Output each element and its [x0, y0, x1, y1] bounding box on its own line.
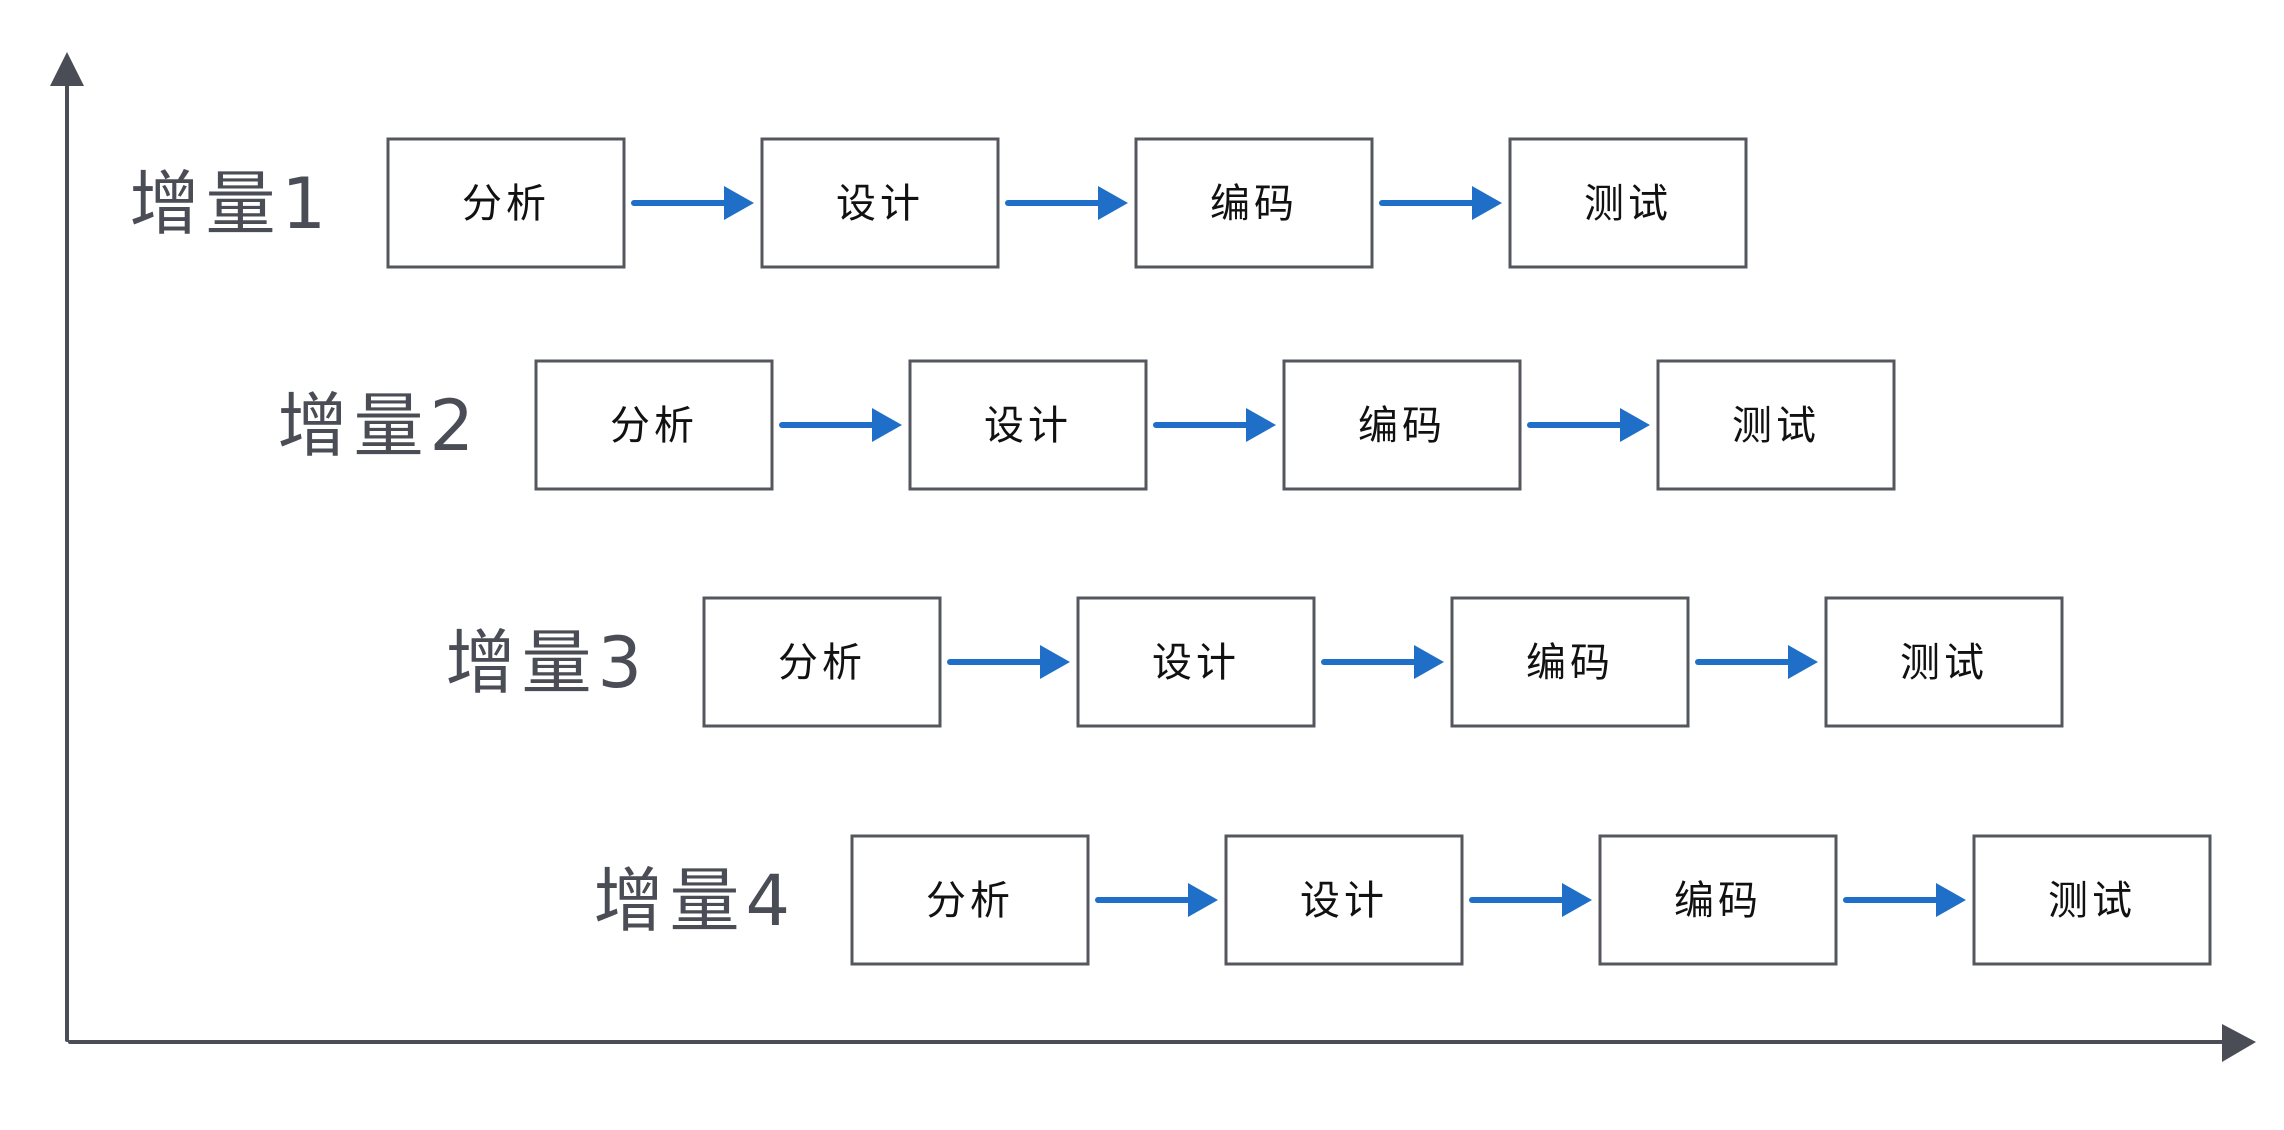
- stage-box-frame: [1282, 359, 1522, 491]
- stage-box: 测试: [1972, 834, 2212, 966]
- arrow-head-icon: [1246, 408, 1276, 442]
- horizontal-axis-arrow-icon: [2222, 1024, 2256, 1062]
- stage-box-frame: [1824, 596, 2064, 728]
- stage-box-frame: [908, 359, 1148, 491]
- flow-arrow: [1695, 645, 1818, 679]
- stage-box: 设计: [908, 359, 1148, 491]
- flow-arrow: [1095, 883, 1218, 917]
- stage-box-frame: [1508, 137, 1748, 269]
- stage-box: 测试: [1824, 596, 2064, 728]
- stage-box: 设计: [760, 137, 1000, 269]
- increment-label: 增量3: [445, 622, 648, 704]
- stage-label: 分析: [926, 878, 1014, 924]
- stage-box: 分析: [534, 359, 774, 491]
- stage-box-frame: [702, 596, 942, 728]
- stage-label: 编码: [1358, 403, 1446, 449]
- arrow-head-icon: [872, 408, 902, 442]
- stage-box-frame: [1450, 596, 1690, 728]
- stage-box: 分析: [386, 137, 626, 269]
- flow-arrow: [631, 186, 754, 220]
- horizontal-axis: [68, 1024, 2256, 1062]
- stage-label: 编码: [1210, 181, 1298, 227]
- arrow-head-icon: [1188, 883, 1218, 917]
- arrow-head-icon: [1472, 186, 1502, 220]
- stage-label: 测试: [1900, 640, 1988, 686]
- stage-box: 分析: [702, 596, 942, 728]
- stage-box-frame: [1598, 834, 1838, 966]
- stage-label: 分析: [462, 181, 550, 227]
- stage-label: 分析: [610, 403, 698, 449]
- arrow-head-icon: [1620, 408, 1650, 442]
- stage-box-frame: [1656, 359, 1896, 491]
- stage-label: 设计: [984, 403, 1072, 449]
- stage-box: 编码: [1134, 137, 1374, 269]
- stage-box-frame: [1076, 596, 1316, 728]
- stage-box-frame: [1972, 834, 2212, 966]
- stage-box: 分析: [850, 834, 1090, 966]
- increment-row: 增量1 分析 设计 编码 测试: [129, 137, 1748, 269]
- stage-label: 分析: [778, 640, 866, 686]
- vertical-axis: [50, 52, 84, 1042]
- stage-box: 编码: [1282, 359, 1522, 491]
- arrow-head-icon: [1936, 883, 1966, 917]
- stage-box-frame: [760, 137, 1000, 269]
- arrow-head-icon: [1098, 186, 1128, 220]
- stage-label: 编码: [1526, 640, 1614, 686]
- flow-arrow: [1527, 408, 1650, 442]
- stage-box: 编码: [1598, 834, 1838, 966]
- flow-arrow: [1005, 186, 1128, 220]
- stage-box: 设计: [1076, 596, 1316, 728]
- increment-label: 增量4: [593, 860, 796, 942]
- stage-box: 编码: [1450, 596, 1690, 728]
- flow-arrow: [1469, 883, 1592, 917]
- stage-label: 测试: [1732, 403, 1820, 449]
- flow-arrow: [1843, 883, 1966, 917]
- arrow-head-icon: [1414, 645, 1444, 679]
- increment-row: 增量3 分析 设计 编码 测试: [445, 596, 2064, 728]
- flow-arrow: [779, 408, 902, 442]
- flow-arrow: [947, 645, 1070, 679]
- stage-label: 设计: [836, 181, 924, 227]
- increment-label: 增量2: [277, 385, 480, 467]
- vertical-axis-arrow-icon: [50, 52, 84, 86]
- arrow-head-icon: [1040, 645, 1070, 679]
- stage-box: 设计: [1224, 834, 1464, 966]
- stage-box: 测试: [1508, 137, 1748, 269]
- stage-label: 编码: [1674, 878, 1762, 924]
- increment-row: 增量2 分析 设计 编码 测试: [277, 359, 1896, 491]
- increment-row: 增量4 分析 设计 编码 测试: [593, 834, 2212, 966]
- stage-box-frame: [534, 359, 774, 491]
- stage-box-frame: [850, 834, 1090, 966]
- stage-box-frame: [386, 137, 626, 269]
- flow-arrow: [1153, 408, 1276, 442]
- arrow-head-icon: [724, 186, 754, 220]
- increment-label: 增量1: [129, 163, 332, 245]
- arrow-head-icon: [1788, 645, 1818, 679]
- flow-arrow: [1321, 645, 1444, 679]
- flow-arrow: [1379, 186, 1502, 220]
- stage-label: 测试: [2048, 878, 2136, 924]
- stage-label: 测试: [1584, 181, 1672, 227]
- stage-box-frame: [1134, 137, 1374, 269]
- arrow-head-icon: [1562, 883, 1592, 917]
- stage-box: 测试: [1656, 359, 1896, 491]
- stage-label: 设计: [1152, 640, 1240, 686]
- stage-label: 设计: [1300, 878, 1388, 924]
- stage-box-frame: [1224, 834, 1464, 966]
